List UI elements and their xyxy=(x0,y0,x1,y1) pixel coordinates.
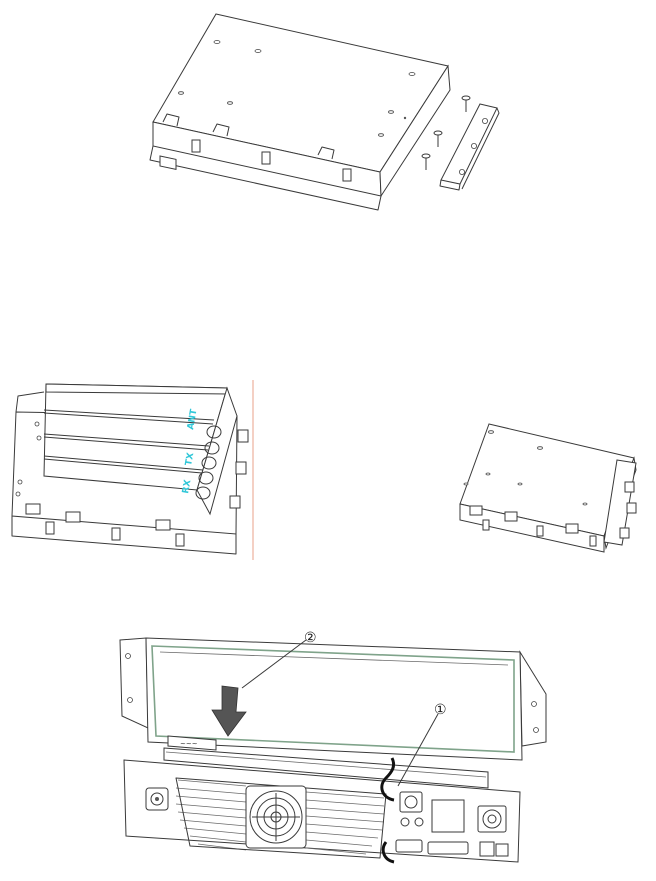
rack-chassis: ~~~ xyxy=(120,638,546,862)
callout-2-label: ② xyxy=(304,630,317,646)
left-connector xyxy=(146,788,168,810)
duplexer-assembly: ANT TX RX xyxy=(12,384,248,554)
mounting-tray-top xyxy=(150,14,450,210)
callout-1-label: ① xyxy=(434,702,447,718)
tray-with-bracket xyxy=(460,424,636,552)
cooling-fan xyxy=(246,786,306,848)
mounting-bracket xyxy=(440,104,499,190)
svg-text:~~~: ~~~ xyxy=(180,740,198,748)
